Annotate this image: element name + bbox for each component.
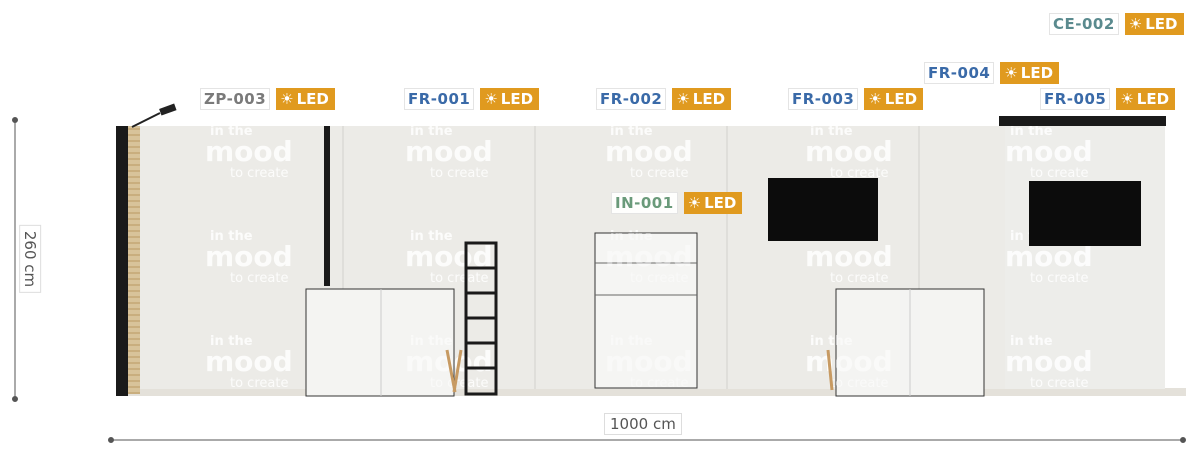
tag-in-001: IN-001 ☀LED — [611, 192, 743, 214]
tag-code: ZP-003 — [200, 88, 271, 110]
tag-fr-001: FR-001 ☀LED — [404, 88, 540, 110]
tag-code: FR-005 — [1040, 88, 1111, 110]
led-badge: ☀LED — [683, 192, 743, 214]
dimension-height-line — [12, 117, 18, 402]
tag-code: FR-004 — [924, 62, 995, 84]
cabin-roof — [999, 116, 1166, 126]
sun-icon: ☀ — [1004, 64, 1018, 82]
left-wall-frame — [116, 126, 128, 396]
tag-code: FR-001 — [404, 88, 475, 110]
tv-screen — [1029, 181, 1141, 246]
tag-code: CE-002 — [1049, 13, 1119, 35]
floor — [118, 388, 1186, 396]
tag-code: FR-002 — [596, 88, 667, 110]
sun-icon: ☀ — [1120, 90, 1134, 108]
led-badge: ☀LED — [864, 88, 924, 110]
led-badge: ☀LED — [672, 88, 732, 110]
height-dimension-label: 260 cm — [19, 224, 42, 294]
sun-icon: ☀ — [868, 90, 882, 108]
sun-icon: ☀ — [484, 90, 498, 108]
tv-screen — [768, 178, 878, 241]
info-counter — [594, 232, 698, 389]
tag-ce-002: CE-002 ☀LED — [1049, 13, 1184, 35]
led-badge: ☀LED — [1000, 62, 1060, 84]
chair — [826, 349, 834, 391]
tag-fr-003: FR-003 ☀LED — [788, 88, 924, 110]
tag-code: FR-003 — [788, 88, 859, 110]
chair — [445, 349, 463, 393]
tag-zp-003: ZP-003 ☀LED — [200, 88, 335, 110]
led-badge: ☀LED — [1124, 13, 1184, 35]
counter — [305, 288, 455, 397]
sun-icon: ☀ — [687, 194, 702, 212]
wood-slats — [128, 126, 140, 394]
tag-fr-005: FR-005 ☀LED — [1040, 88, 1176, 110]
tag-fr-004: FR-004 ☀LED — [924, 62, 1060, 84]
sun-icon: ☀ — [280, 90, 294, 108]
led-badge: ☀LED — [480, 88, 540, 110]
counter — [835, 288, 985, 397]
led-badge: ☀LED — [276, 88, 335, 110]
dimension-width-line — [108, 437, 1186, 443]
tag-fr-002: FR-002 ☀LED — [596, 88, 732, 110]
spot-light — [131, 103, 177, 128]
width-dimension-label: 1000 cm — [604, 413, 682, 435]
sun-icon: ☀ — [1128, 15, 1143, 33]
brochure-stand — [464, 241, 498, 396]
tag-code: IN-001 — [611, 192, 678, 214]
sun-icon: ☀ — [676, 90, 690, 108]
led-badge: ☀LED — [1116, 88, 1176, 110]
